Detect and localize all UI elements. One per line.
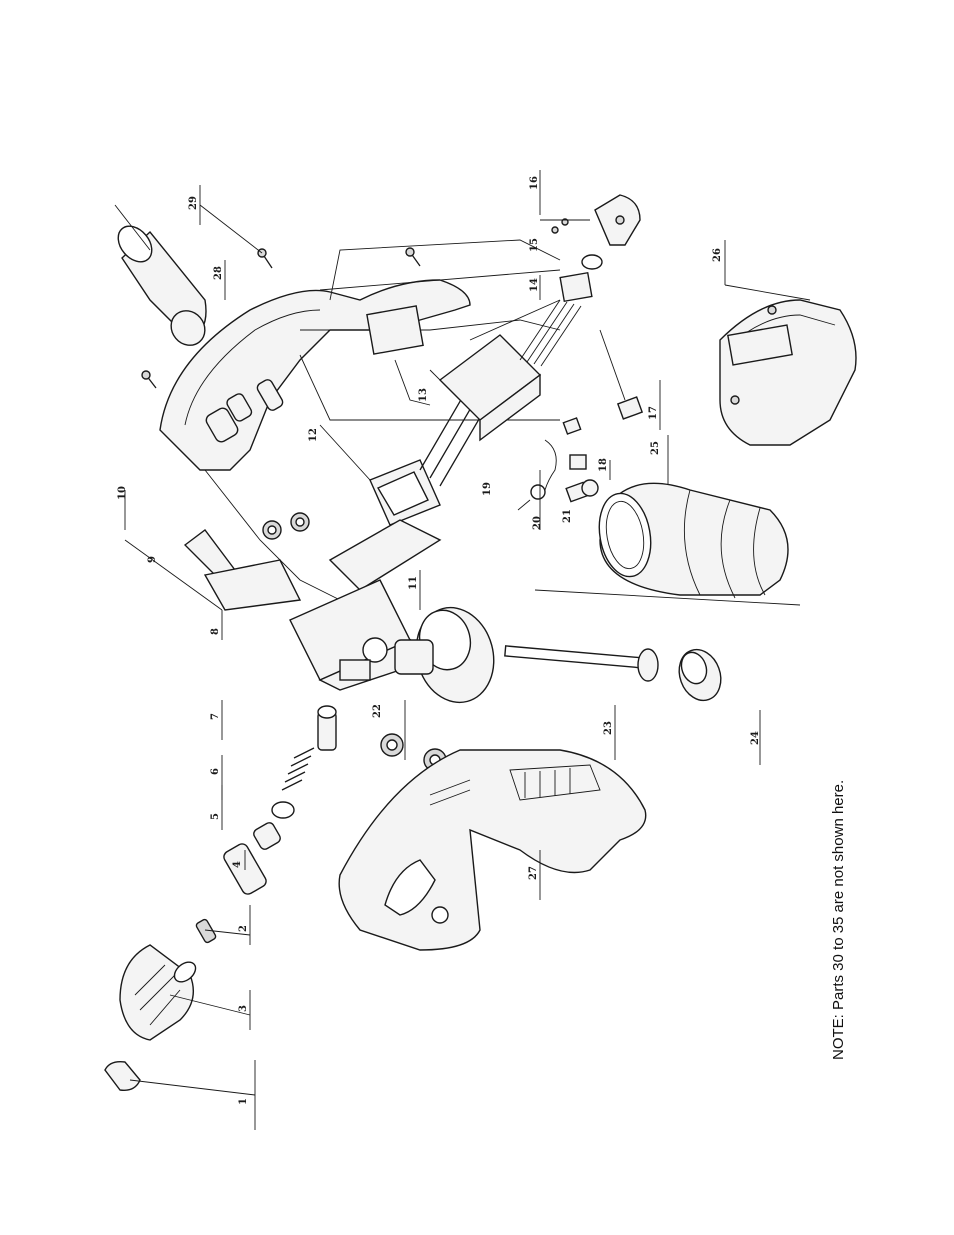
part-18-clip bbox=[563, 418, 586, 469]
part-26-base bbox=[720, 300, 856, 445]
label-part-20: 20 bbox=[532, 516, 543, 530]
label-part-28: 28 bbox=[213, 266, 224, 280]
label-part-19: 19 bbox=[482, 482, 493, 496]
label-part-27: 27 bbox=[528, 866, 539, 880]
label-part-4: 4 bbox=[232, 861, 243, 868]
label-part-10: 10 bbox=[117, 486, 128, 500]
label-part-22: 22 bbox=[372, 704, 383, 718]
label-part-12: 12 bbox=[308, 428, 319, 442]
label-part-7: 7 bbox=[210, 713, 221, 720]
label-part-21: 21 bbox=[562, 509, 573, 523]
label-part-13: 13 bbox=[418, 388, 429, 402]
part-3-nozzle-cap bbox=[120, 945, 199, 1040]
part-21-valve bbox=[566, 480, 598, 502]
label-part-23: 23 bbox=[603, 721, 614, 735]
part-20-spring bbox=[545, 440, 556, 490]
label-part-2: 2 bbox=[238, 925, 249, 932]
label-part-8: 8 bbox=[210, 628, 221, 635]
part-8-pump-block bbox=[290, 580, 410, 690]
label-part-26: 26 bbox=[712, 248, 723, 262]
part-11-cap bbox=[395, 599, 504, 711]
gears-upper bbox=[263, 513, 309, 539]
label-part-9: 9 bbox=[147, 556, 158, 563]
part-7-piston bbox=[318, 706, 336, 750]
label-part-15: 15 bbox=[529, 238, 540, 252]
part-1-tip bbox=[105, 1062, 140, 1091]
label-part-18: 18 bbox=[598, 458, 609, 472]
label-part-25: 25 bbox=[650, 441, 661, 455]
label-part-6: 6 bbox=[210, 768, 221, 775]
label-part-11: 11 bbox=[408, 576, 419, 590]
part-27-side-cover bbox=[339, 750, 646, 950]
label-part-1: 1 bbox=[238, 1098, 249, 1105]
part-16-trigger-cover bbox=[595, 195, 640, 245]
label-part-17: 17 bbox=[648, 406, 659, 420]
label-part-3: 3 bbox=[238, 1005, 249, 1012]
label-part-14: 14 bbox=[529, 278, 540, 292]
part-17-connector bbox=[600, 330, 642, 419]
label-part-5: 5 bbox=[210, 813, 221, 820]
part-24-filter bbox=[672, 644, 727, 707]
label-part-29: 29 bbox=[188, 196, 199, 210]
note-text: NOTE: Parts 30 to 35 are not shown here. bbox=[830, 780, 847, 1060]
part-5-ring bbox=[252, 821, 282, 851]
part-13-board bbox=[440, 300, 560, 440]
label-part-24: 24 bbox=[750, 731, 761, 745]
part-23-suction-tube bbox=[505, 646, 658, 681]
part-28-handle-grip bbox=[111, 205, 211, 352]
part-9-lever bbox=[185, 530, 300, 610]
label-part-16: 16 bbox=[529, 176, 540, 190]
part-6-spring bbox=[272, 748, 314, 818]
part-15-button bbox=[552, 219, 602, 269]
part-19-pin bbox=[518, 485, 545, 510]
part-25-container bbox=[593, 483, 788, 598]
